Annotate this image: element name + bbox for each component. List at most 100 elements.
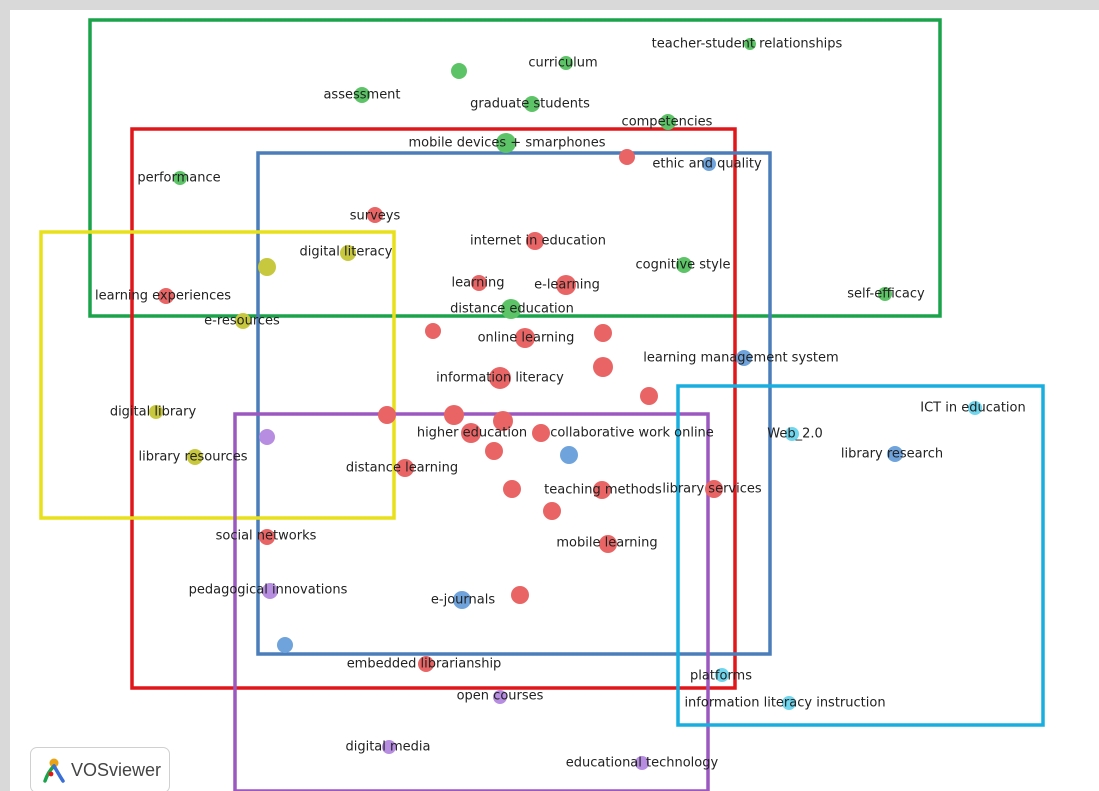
node-purple[interactable] (259, 429, 275, 445)
node-label[interactable]: library services (662, 482, 762, 497)
node-purple[interactable] (262, 583, 278, 599)
node-red[interactable] (396, 459, 414, 477)
node-yellow[interactable] (258, 258, 276, 276)
node-label[interactable]: surveys (350, 209, 401, 224)
node-label[interactable]: library resources (139, 450, 248, 465)
node-label[interactable]: teaching methods (544, 483, 662, 498)
node-label[interactable]: e-journals (431, 593, 495, 608)
node-green[interactable] (660, 114, 676, 130)
node-red[interactable] (493, 411, 513, 431)
node-blue[interactable] (277, 637, 293, 653)
node-red[interactable] (511, 586, 529, 604)
node-label[interactable]: e-resources (204, 314, 280, 329)
node-purple[interactable] (382, 740, 396, 754)
node-label[interactable]: graduate students (470, 97, 590, 112)
node-label[interactable]: digital library (110, 405, 197, 420)
node-label[interactable]: online learning (478, 331, 575, 346)
node-label[interactable]: higher education (417, 426, 527, 441)
node-red[interactable] (378, 406, 396, 424)
node-red[interactable] (705, 480, 723, 498)
node-label[interactable]: performance (137, 171, 220, 186)
node-red[interactable] (259, 529, 275, 545)
node-red[interactable] (485, 442, 503, 460)
node-red[interactable] (158, 288, 174, 304)
node-label[interactable]: embedded librarianship (347, 657, 502, 672)
node-label[interactable]: distance education (450, 302, 574, 317)
node-label[interactable]: information literacy (436, 371, 564, 386)
node-yellow[interactable] (340, 245, 356, 261)
node-label[interactable]: Web_2.0 (767, 427, 823, 442)
node-label[interactable]: teacher-student relationships (652, 37, 843, 52)
node-red[interactable] (640, 387, 658, 405)
node-label[interactable]: internet in education (470, 234, 606, 249)
node-blue[interactable] (560, 446, 578, 464)
node-purple[interactable] (493, 690, 507, 704)
node-label[interactable]: distance learning (346, 461, 458, 476)
node-red[interactable] (543, 502, 561, 520)
node-label[interactable]: information literacy instruction (684, 696, 885, 711)
node-label[interactable]: mobile learning (556, 536, 657, 551)
node-red[interactable] (444, 405, 464, 425)
node-red[interactable] (599, 535, 617, 553)
node-green[interactable] (496, 133, 516, 153)
node-green[interactable] (524, 96, 540, 112)
node-green[interactable] (173, 171, 187, 185)
node-red[interactable] (489, 367, 511, 389)
node-label[interactable]: cognitive style (636, 258, 731, 273)
node-label[interactable]: learning experiences (95, 289, 231, 304)
node-label[interactable]: competencies (622, 115, 713, 130)
node-label[interactable]: platforms (690, 669, 752, 684)
node-cyan[interactable] (785, 427, 799, 441)
node-green[interactable] (451, 63, 467, 79)
node-cyan[interactable] (968, 401, 982, 415)
node-cyan[interactable] (715, 668, 729, 682)
node-label[interactable]: assessment (323, 88, 400, 103)
node-label[interactable]: digital media (345, 740, 430, 755)
node-yellow[interactable] (187, 449, 203, 465)
map-canvas[interactable]: teacher-student relationships curriculum a… (10, 10, 1099, 791)
node-label[interactable]: educational technology (566, 756, 719, 771)
node-red[interactable] (461, 423, 481, 443)
node-label[interactable]: digital literacy (299, 245, 392, 260)
node-blue[interactable] (736, 350, 752, 366)
node-label[interactable]: pedagogical innovations (189, 583, 348, 598)
node-red[interactable] (367, 207, 383, 223)
node-label[interactable]: self-efficacy (847, 287, 925, 302)
node-label[interactable]: learning management system (643, 351, 838, 366)
node-yellow[interactable] (149, 405, 163, 419)
node-blue[interactable] (453, 591, 471, 609)
node-blue[interactable] (702, 157, 716, 171)
node-red[interactable] (503, 480, 521, 498)
node-label[interactable]: e-learning (534, 278, 600, 293)
node-red[interactable] (593, 357, 613, 377)
node-purple[interactable] (635, 756, 649, 770)
node-blue[interactable] (887, 446, 903, 462)
network-map[interactable]: teacher-student relationships curriculum a… (10, 10, 1099, 791)
node-cyan[interactable] (782, 696, 796, 710)
node-red[interactable] (515, 328, 535, 348)
node-green[interactable] (501, 299, 521, 319)
node-green[interactable] (676, 257, 692, 273)
node-label[interactable]: library research (841, 447, 943, 462)
node-green[interactable] (744, 38, 756, 50)
node-red[interactable] (526, 232, 544, 250)
node-label[interactable]: collaborative work online (550, 426, 714, 441)
node-label[interactable]: ethic and quality (652, 157, 762, 172)
node-red[interactable] (593, 481, 611, 499)
node-label[interactable]: open courses (457, 689, 544, 704)
node-red[interactable] (556, 275, 576, 295)
node-red[interactable] (418, 656, 434, 672)
node-green[interactable] (354, 87, 370, 103)
node-red[interactable] (594, 324, 612, 342)
node-red[interactable] (619, 149, 635, 165)
node-green[interactable] (878, 287, 892, 301)
node-red[interactable] (471, 275, 487, 291)
node-yellow[interactable] (235, 313, 251, 329)
node-label[interactable]: learning (451, 276, 504, 291)
node-label[interactable]: ICT in education (920, 401, 1025, 416)
node-label[interactable]: curriculum (528, 56, 597, 71)
node-label[interactable]: mobile devices + smarphones (408, 136, 605, 151)
node-green[interactable] (559, 56, 573, 70)
node-red[interactable] (425, 323, 441, 339)
node-label[interactable]: social networks (216, 529, 317, 544)
